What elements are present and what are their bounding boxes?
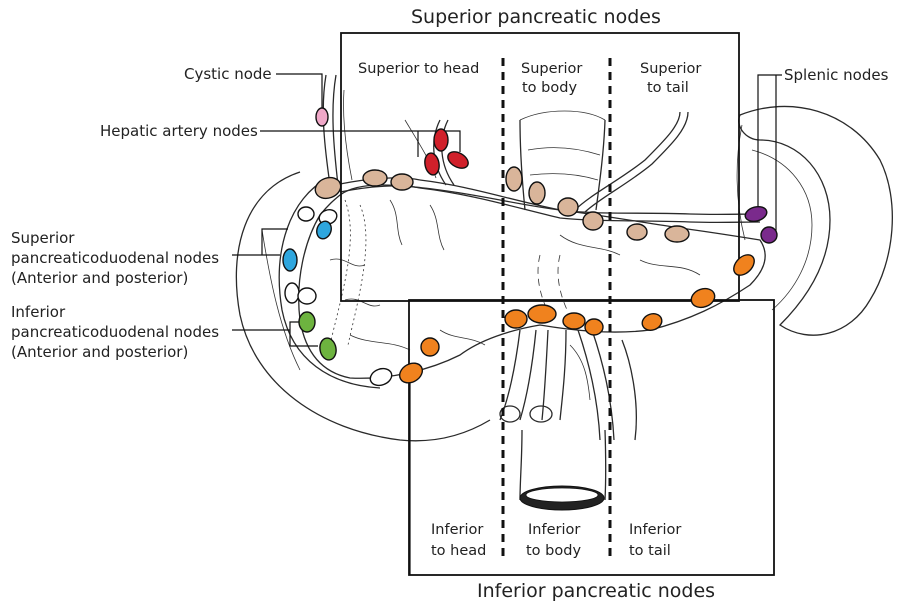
superior-lymph-node <box>363 170 387 186</box>
splenic-lymph-node <box>744 204 769 223</box>
superior-pd-label-3: (Anterior and posterior) <box>11 269 188 287</box>
posterior-lymph-node <box>298 288 316 304</box>
splenic-lymph-node <box>761 227 777 243</box>
superior-pd-label-1: Superior <box>11 229 75 247</box>
inf-pd-lymph-node <box>318 337 338 361</box>
inferior-lymph-node <box>640 311 664 333</box>
sup-pd-lymph-node <box>283 249 297 271</box>
superior-lymph-node <box>391 174 413 190</box>
inferior-lymph-node <box>585 319 603 335</box>
region-superior-head: Superior to head <box>358 61 479 77</box>
inferior-title: Inferior pancreatic nodes <box>477 580 715 602</box>
inferior-pd-label-3: (Anterior and posterior) <box>11 343 188 361</box>
posterior-lymph-node <box>298 207 314 221</box>
superior-lymph-node <box>506 167 522 191</box>
region-inferior-tail-2: to tail <box>629 543 671 559</box>
superior-lymph-node <box>312 174 343 202</box>
posterior-lymph-node <box>285 283 299 303</box>
region-superior-body-1: Superior <box>521 61 582 77</box>
superior-lymph-node <box>558 198 578 216</box>
hepatic-artery-nodes-label: Hepatic artery nodes <box>100 122 258 140</box>
posterior-lymph-node <box>368 366 394 389</box>
inferior-lymph-node <box>563 313 585 329</box>
anatomy-illustration <box>236 75 892 510</box>
superior-title: Superior pancreatic nodes <box>411 6 661 28</box>
inferior-pd-label-1: Inferior <box>11 303 66 321</box>
inferior-lymph-node <box>730 251 758 279</box>
region-inferior-head-1: Inferior <box>431 522 483 538</box>
inferior-lymph-node <box>505 310 527 328</box>
superior-pd-label-2: pancreaticoduodenal nodes <box>11 249 219 267</box>
region-superior-tail-1: Superior <box>640 61 701 77</box>
hepatic-lymph-node <box>445 148 471 171</box>
aorta-lower <box>520 430 522 500</box>
hepatic-lymph-node <box>423 152 441 176</box>
inferior-pd-label-2: pancreaticoduodenal nodes <box>11 323 219 341</box>
region-inferior-head-2: to head <box>431 543 486 559</box>
superior-lymph-node <box>583 212 603 230</box>
region-superior-tail-2: to tail <box>647 80 689 96</box>
inf-pd-lymph-node <box>299 312 315 332</box>
cystic-lymph-node <box>316 108 328 126</box>
hepatic-lymph-node <box>434 129 448 151</box>
inferior-lymph-node <box>528 305 556 323</box>
superior-lymph-node <box>529 182 545 204</box>
superior-lymph-node <box>627 224 647 240</box>
region-inferior-body-2: to body <box>526 543 581 559</box>
aorta-upper <box>520 120 525 210</box>
region-superior-body-2: to body <box>522 80 577 96</box>
splenic-nodes-label: Splenic nodes <box>784 66 889 84</box>
region-inferior-tail-1: Inferior <box>629 522 681 538</box>
inferior-lymph-node <box>421 338 439 356</box>
region-inferior-body-1: Inferior <box>528 522 580 538</box>
superior-lymph-node <box>665 226 689 242</box>
cystic-node-label: Cystic node <box>184 65 272 83</box>
duodenum-outline <box>236 172 490 441</box>
cystic-leader <box>276 74 322 108</box>
inferior-lymph-node <box>396 359 426 387</box>
